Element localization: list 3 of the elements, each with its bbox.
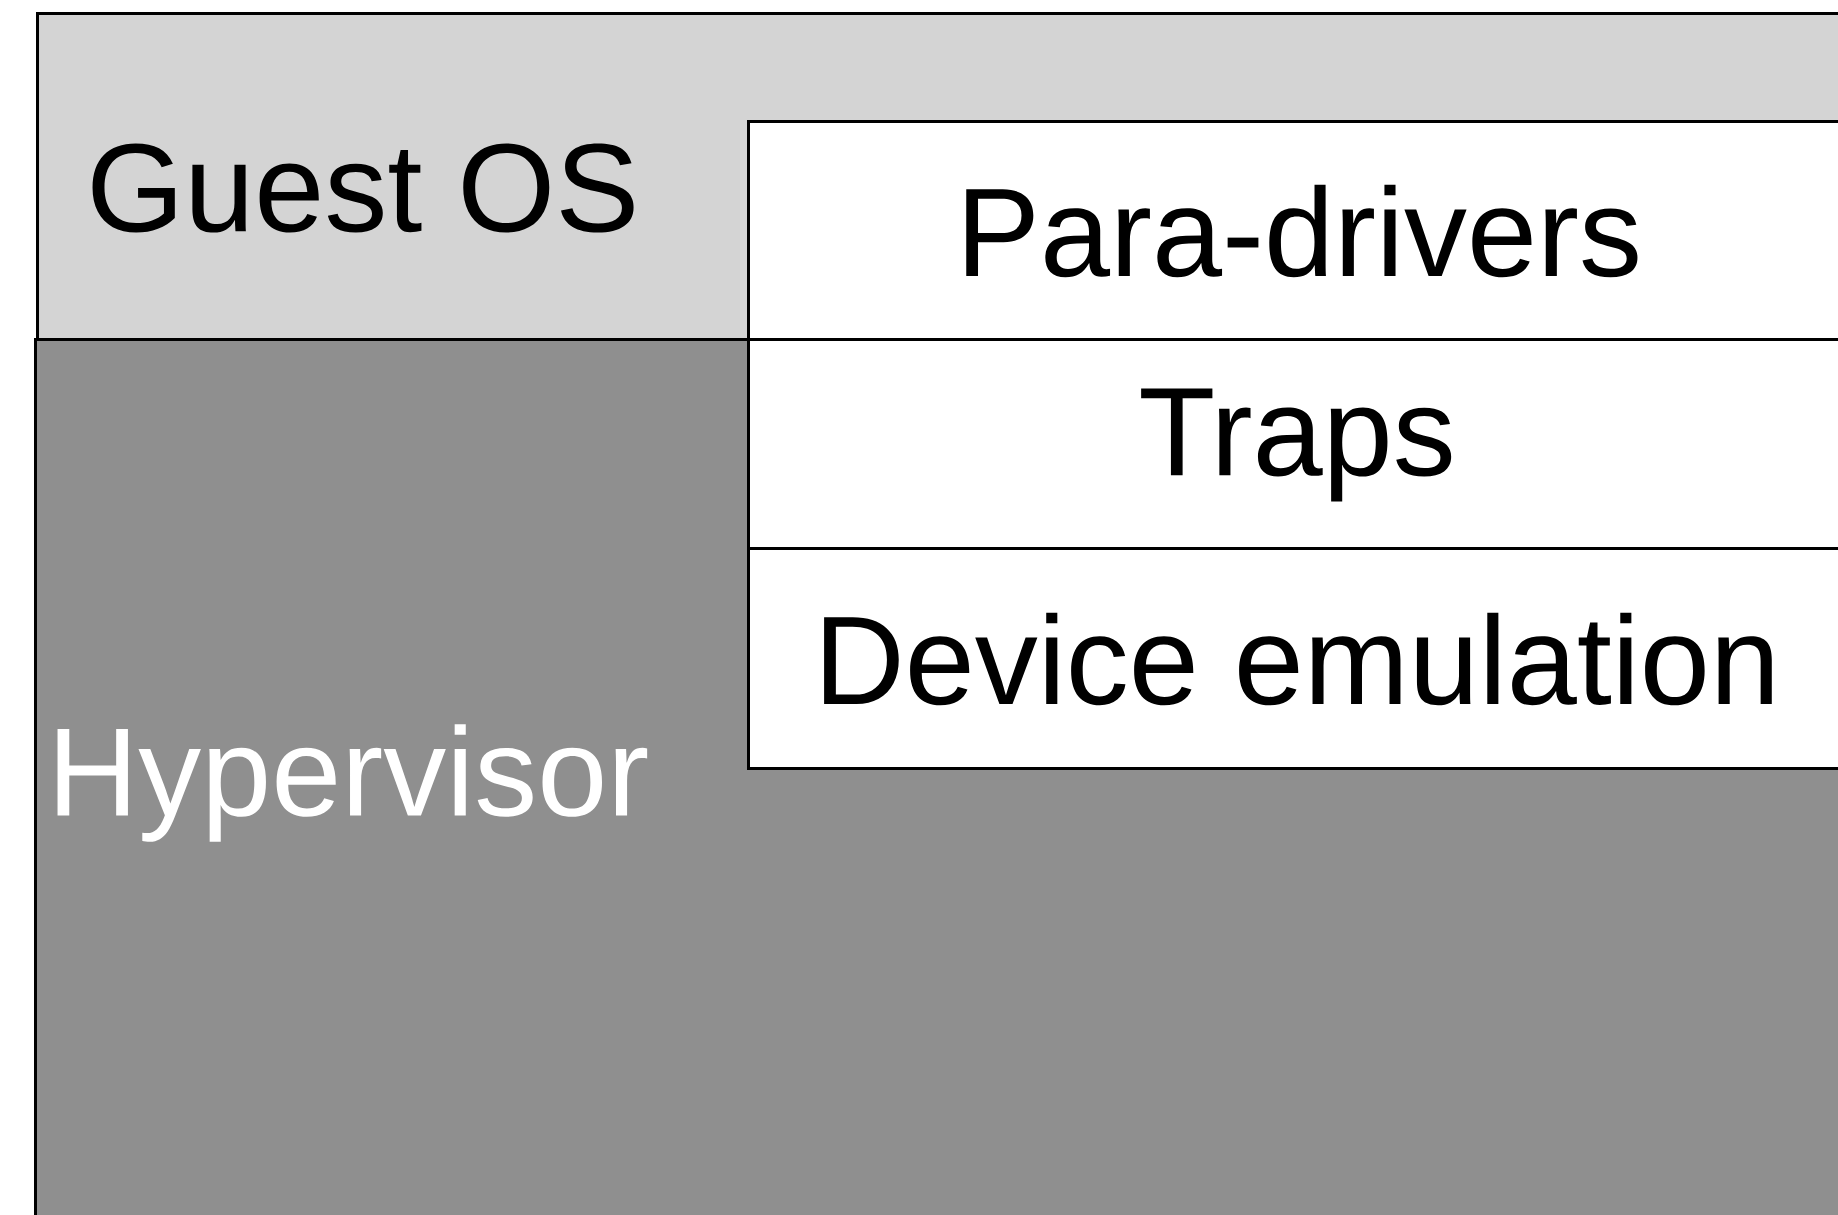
component-box: Traps (747, 338, 1838, 550)
component-box: Para-drivers (747, 120, 1838, 341)
component-box: Device emulation (747, 547, 1838, 770)
